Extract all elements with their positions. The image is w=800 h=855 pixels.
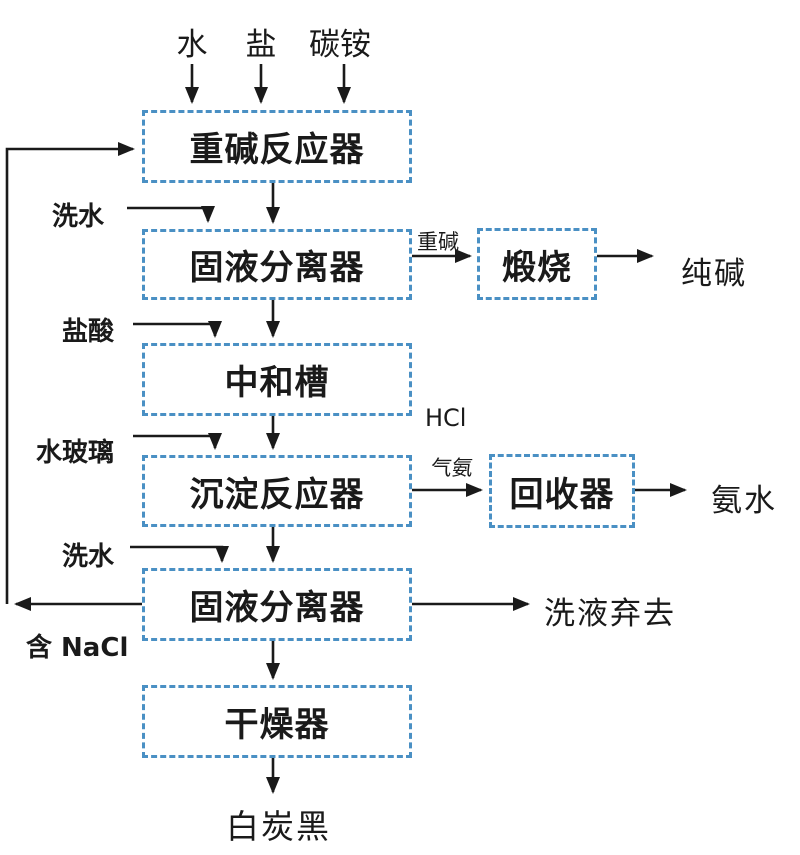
output-label-wash-discard: 洗液弃去 [544, 596, 676, 632]
box-solid-liquid-separator-2: 固液分离器 [142, 568, 412, 641]
arrow-washwater1 [127, 206, 215, 223]
output-label-white-carbon-black: 白炭黑 [226, 807, 331, 846]
box-neutralization-tank: 中和槽 [142, 343, 412, 416]
box-heavy-alkali-reactor: 重碱反应器 [142, 110, 412, 183]
feed-label-water-glass: 水玻璃 [36, 438, 115, 468]
box-dryer: 干燥器 [142, 685, 412, 758]
input-label-salt: 盐 [245, 27, 277, 63]
stream-label-heavy-alkali: 重碱 [417, 230, 459, 254]
feed-label-wash-water-2: 洗水 [62, 542, 115, 572]
input-label-ammonium-bicarbonate: 碳铵 [309, 27, 371, 63]
box-precipitation-reactor: 沉淀反应器 [142, 455, 412, 527]
arrow-hcl-feed [133, 321, 222, 338]
output-label-ammonia-water: 氨水 [711, 483, 777, 519]
box-calcination: 煅烧 [477, 228, 597, 300]
arrow-washwater2 [130, 545, 229, 563]
feed-label-hydrochloric-acid: 盐酸 [62, 317, 115, 347]
arrow-recycle-up [5, 142, 135, 604]
stream-label-ammonia-gas: 气氨 [429, 456, 475, 480]
input-label-water: 水 [176, 27, 208, 63]
feed-label-wash-water-1: 洗水 [52, 202, 105, 232]
box-recovery-unit: 回收器 [489, 454, 635, 528]
box-solid-liquid-separator-1: 固液分离器 [142, 229, 412, 300]
stream-label-contains-nacl: 含 NaCl [26, 633, 129, 663]
stream-label-hcl: HCl [425, 404, 467, 432]
arrow-waterglass [133, 433, 222, 450]
output-label-soda-ash: 纯碱 [681, 256, 747, 292]
